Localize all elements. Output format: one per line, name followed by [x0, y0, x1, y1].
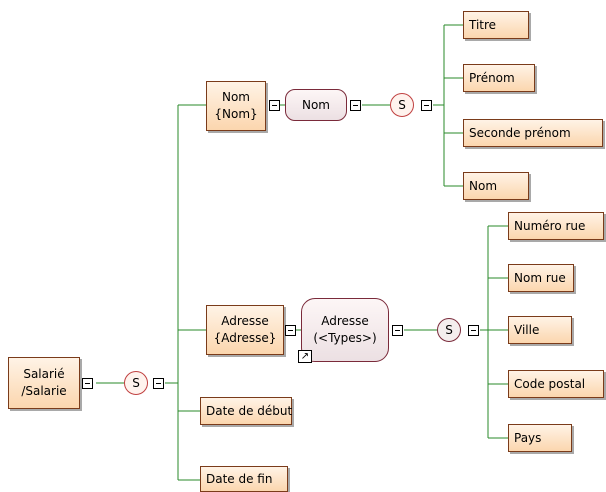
shortcut-arrow-icon: ↗	[298, 350, 312, 363]
collapse-toggle-icon[interactable]	[392, 325, 403, 336]
adresse-types-group[interactable]: Adresse (<Types>)	[301, 298, 389, 362]
date-debut-element[interactable]: Date de début	[200, 397, 292, 425]
collapse-toggle-icon[interactable]	[82, 378, 93, 389]
prenom-element[interactable]: Prénom	[463, 64, 535, 92]
nom-element[interactable]: Nom {Nom}	[206, 81, 266, 131]
collapse-toggle-icon[interactable]	[350, 100, 361, 111]
salarie-element[interactable]: Salarié /Salarie	[8, 357, 80, 409]
nom-rue-element[interactable]: Nom rue	[508, 264, 574, 292]
pays-element[interactable]: Pays	[508, 424, 572, 452]
ville-element[interactable]: Ville	[508, 316, 572, 344]
collapse-toggle-icon[interactable]	[285, 325, 296, 336]
numero-rue-element[interactable]: Numéro rue	[508, 212, 604, 240]
code-postal-element[interactable]: Code postal	[508, 370, 604, 398]
sequence-node-root[interactable]: S	[124, 371, 148, 395]
sequence-node-adresse[interactable]: S	[437, 318, 461, 342]
collapse-toggle-icon[interactable]	[153, 378, 164, 389]
date-fin-element[interactable]: Date de fin	[200, 466, 288, 492]
collapse-toggle-icon[interactable]	[269, 100, 280, 111]
collapse-toggle-icon[interactable]	[421, 100, 432, 111]
seconde-prenom-element[interactable]: Seconde prénom	[463, 119, 603, 147]
collapse-toggle-icon[interactable]	[468, 325, 479, 336]
nom-leaf-element[interactable]: Nom	[463, 172, 529, 200]
adresse-element[interactable]: Adresse {Adresse}	[206, 305, 284, 355]
titre-element[interactable]: Titre	[463, 11, 529, 39]
sequence-node-nom[interactable]: S	[390, 93, 414, 117]
nom-group[interactable]: Nom	[285, 89, 347, 121]
